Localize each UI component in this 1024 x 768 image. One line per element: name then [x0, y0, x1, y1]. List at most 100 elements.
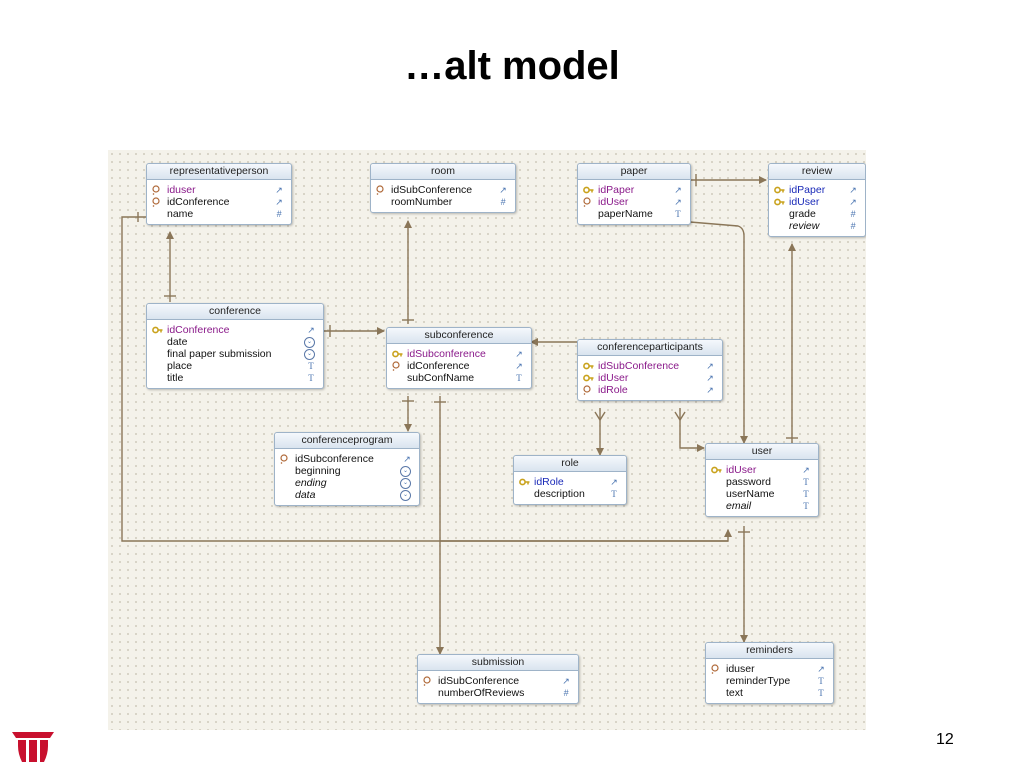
link-type-icon: ↗ — [849, 185, 857, 195]
table-field[interactable]: iduser↗ — [706, 663, 833, 675]
table-field[interactable]: idPaper↗ — [578, 184, 690, 196]
field-name: iduser — [726, 663, 755, 675]
primary-key-icon — [711, 465, 722, 475]
table-field[interactable]: idPaper↗ — [769, 184, 865, 196]
table-field[interactable]: idSubConference↗ — [418, 675, 578, 687]
table-field[interactable]: idConference↗ — [147, 324, 323, 336]
field-name: paperName — [598, 208, 653, 220]
field-name: idConference — [407, 360, 470, 372]
page-number: 12 — [936, 731, 954, 748]
table-field[interactable]: date ⌄ — [147, 336, 323, 348]
table-field[interactable]: review# — [769, 220, 865, 232]
link-type-icon: ↗ — [610, 477, 618, 487]
table-header: role — [514, 456, 626, 472]
field-name: idUser — [598, 372, 629, 384]
field-name: date — [167, 336, 188, 348]
date-type-icon: ⌄ — [400, 490, 411, 501]
table-field[interactable]: idSubconference↗ — [387, 348, 531, 360]
field-name: beginning — [295, 465, 341, 477]
table-field[interactable]: grade# — [769, 208, 865, 220]
link-type-icon: ↗ — [562, 676, 570, 686]
number-type-icon: # — [276, 209, 282, 219]
table-field[interactable]: idUser↗ — [578, 196, 690, 208]
primary-key-icon — [392, 349, 403, 359]
table-field[interactable]: idRole↗ — [514, 476, 626, 488]
table-field[interactable]: idSubConference↗ — [371, 184, 515, 196]
table-field[interactable]: title T — [147, 372, 323, 384]
foreign-key-icon — [280, 454, 291, 464]
relation-type-icon: ↗ — [706, 385, 714, 395]
relation-type-icon: ↗ — [674, 197, 682, 207]
relation-type-icon: ↗ — [515, 349, 523, 359]
number-type-icon: # — [563, 688, 569, 698]
primary-key-icon — [583, 185, 594, 195]
field-name: title — [167, 372, 184, 384]
date-type-icon: ⌄ — [304, 337, 315, 348]
table-field[interactable]: iduser↗ — [147, 184, 291, 196]
primary-key-icon — [774, 197, 785, 207]
field-name: idUser — [726, 464, 757, 476]
field-name: subConfName — [407, 372, 475, 384]
link-paper-user — [689, 221, 748, 444]
link-type-icon: ↗ — [849, 197, 857, 207]
table-field[interactable]: name# — [147, 208, 291, 220]
table-field[interactable]: idConference↗ — [147, 196, 291, 208]
slide-title: …alt model — [404, 44, 620, 88]
field-name: roomNumber — [391, 196, 453, 208]
date-type-icon: ⌄ — [304, 349, 315, 360]
table-header: representativeperson — [147, 164, 291, 180]
primary-key-icon — [583, 361, 594, 371]
link-representativeperson-user — [121, 216, 732, 542]
foreign-key-icon — [423, 676, 434, 686]
table-field[interactable]: roomNumber# — [371, 196, 515, 208]
table-field[interactable]: idSubconference↗ — [275, 453, 419, 465]
table-field[interactable]: final paper submission⌄ — [147, 348, 323, 360]
field-name: review — [789, 220, 820, 232]
field-name: description — [534, 488, 585, 500]
table-field[interactable]: idUser↗ — [578, 372, 722, 384]
table-field[interactable]: idConference↗ — [387, 360, 531, 372]
table-submission[interactable]: submission idSubConference↗numberOfReview… — [417, 654, 579, 704]
date-type-icon: ⌄ — [400, 478, 411, 489]
field-name: iduser — [167, 184, 196, 196]
table-field[interactable]: data⌄ — [275, 489, 419, 501]
foreign-key-icon — [583, 385, 594, 395]
field-name: idUser — [789, 196, 820, 208]
field-name: idConference — [167, 324, 230, 336]
text-type-icon: T — [308, 373, 314, 383]
table-field[interactable]: numberOfReviews# — [418, 687, 578, 699]
link-type-icon: ↗ — [275, 197, 283, 207]
table-field[interactable]: idSubConference↗ — [578, 360, 722, 372]
primary-key-icon — [152, 325, 163, 335]
field-name: grade — [789, 208, 816, 220]
foreign-key-icon — [583, 197, 594, 207]
table-field[interactable]: idUser ↗ — [769, 196, 865, 208]
table-field[interactable]: idUser↗ — [706, 464, 818, 476]
table-field[interactable]: ending⌄ — [275, 477, 419, 489]
field-name: userName — [726, 488, 775, 500]
table-header: submission — [418, 655, 578, 671]
table-field[interactable]: beginning⌄ — [275, 465, 419, 477]
table-field[interactable]: idRole↗ — [578, 384, 722, 396]
